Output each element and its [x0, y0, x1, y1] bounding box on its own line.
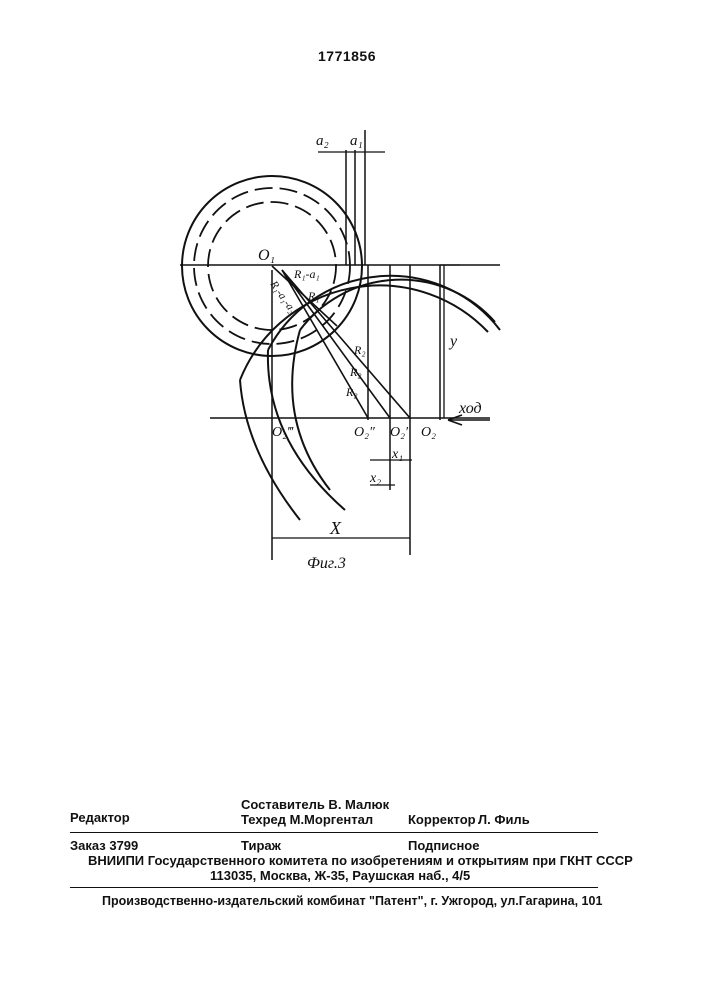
label-o2: O₂ — [421, 425, 436, 440]
editor-label: Редактор — [70, 810, 130, 825]
imprint-rule-top — [70, 832, 598, 833]
label-x2: x₂ — [369, 471, 381, 486]
corrector-label: Корректор — [408, 812, 476, 827]
label-r2-2: R₂ — [349, 365, 362, 379]
arc-o2-triple-lower — [240, 380, 300, 520]
figure-caption: Фиг.3 — [307, 555, 346, 572]
imprint-rule-bottom — [70, 887, 598, 888]
label-r2-1: R₂ — [353, 343, 366, 357]
label-r1-a1: R₁-a₁ — [293, 267, 320, 281]
label-o1: O₁ — [258, 247, 275, 264]
techred-line: Техред М.Моргентал — [241, 812, 373, 827]
label-o2-triple: O₂‴ — [272, 425, 294, 440]
label-hod: ход — [458, 400, 482, 417]
address-line: 113035, Москва, Ж-35, Раушская наб., 4/5 — [210, 868, 470, 883]
circulation-label: Тираж — [241, 838, 281, 853]
label-a1: a₁ — [350, 133, 363, 149]
institution-line: ВНИИПИ Государственного комитета по изоб… — [88, 853, 633, 868]
label-o2-double: O₂″ — [354, 425, 375, 440]
corrector-name: Л. Филь — [478, 812, 530, 827]
label-r1: R₁ — [307, 289, 320, 303]
publisher-line: Производственно-издательский комбинат "П… — [102, 894, 602, 908]
compiler-line: Составитель В. Малюк — [241, 797, 389, 812]
arc-o2-lower — [292, 330, 330, 490]
subscription-label: Подписное — [408, 838, 479, 853]
label-r2-3: R₂ — [345, 385, 358, 399]
label-x1: x₁ — [391, 447, 403, 462]
label-x-total: X — [329, 518, 342, 538]
label-y: y — [448, 333, 458, 350]
order-label: Заказ 3799 — [70, 838, 138, 853]
label-o2-single: O₂′ — [390, 425, 409, 440]
label-a2: a₂ — [316, 133, 329, 149]
